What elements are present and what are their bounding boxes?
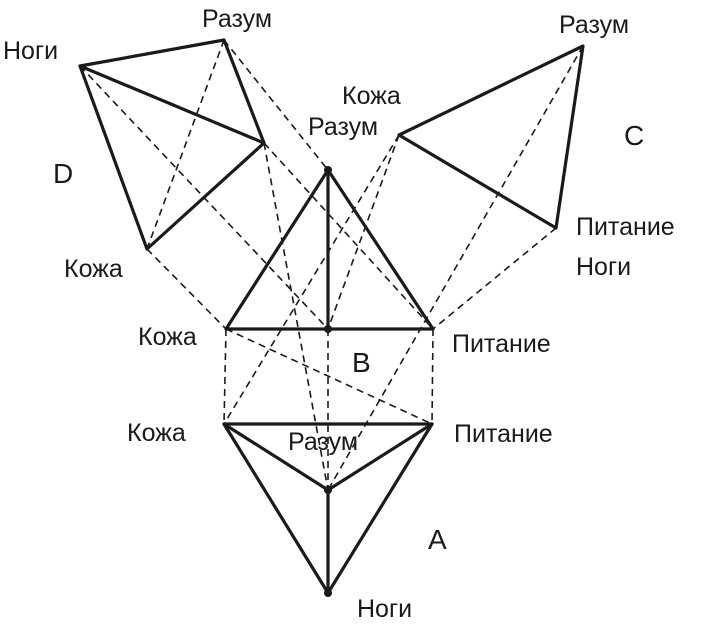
label-b-mind: Разум bbox=[308, 113, 378, 141]
label-d-mind: Разум bbox=[202, 5, 272, 33]
label-c-legs: Ноги bbox=[576, 253, 631, 281]
figure-a bbox=[222, 422, 434, 595]
vertex-point bbox=[324, 486, 332, 494]
vertex-points bbox=[324, 166, 332, 597]
label-a-legs: Ноги bbox=[357, 595, 412, 623]
label-d-skin: Кожа bbox=[64, 255, 123, 283]
letter-d: D bbox=[53, 158, 73, 189]
letter-c: C bbox=[624, 120, 644, 151]
label-b-nutrition: Питание bbox=[452, 330, 551, 358]
label-a-mind: Разум bbox=[288, 428, 358, 456]
vertex-point bbox=[324, 166, 332, 174]
figure-b bbox=[224, 168, 435, 331]
label-a-skin: Кожа bbox=[127, 419, 186, 447]
vertex-point bbox=[324, 325, 332, 333]
label-c-skin: Кожа bbox=[342, 82, 401, 110]
figure-d bbox=[78, 38, 266, 251]
label-b-skin: Кожа bbox=[138, 323, 197, 351]
figure-c bbox=[397, 44, 585, 230]
label-a-nutrition: Питание bbox=[454, 420, 553, 448]
label-c-nutrition: Питание bbox=[576, 213, 675, 241]
letter-b: B bbox=[352, 347, 371, 378]
vertex-point bbox=[324, 589, 332, 597]
label-d-legs: Ноги bbox=[3, 37, 58, 65]
label-c-mind: Разум bbox=[559, 11, 629, 39]
letter-a: A bbox=[428, 524, 447, 555]
